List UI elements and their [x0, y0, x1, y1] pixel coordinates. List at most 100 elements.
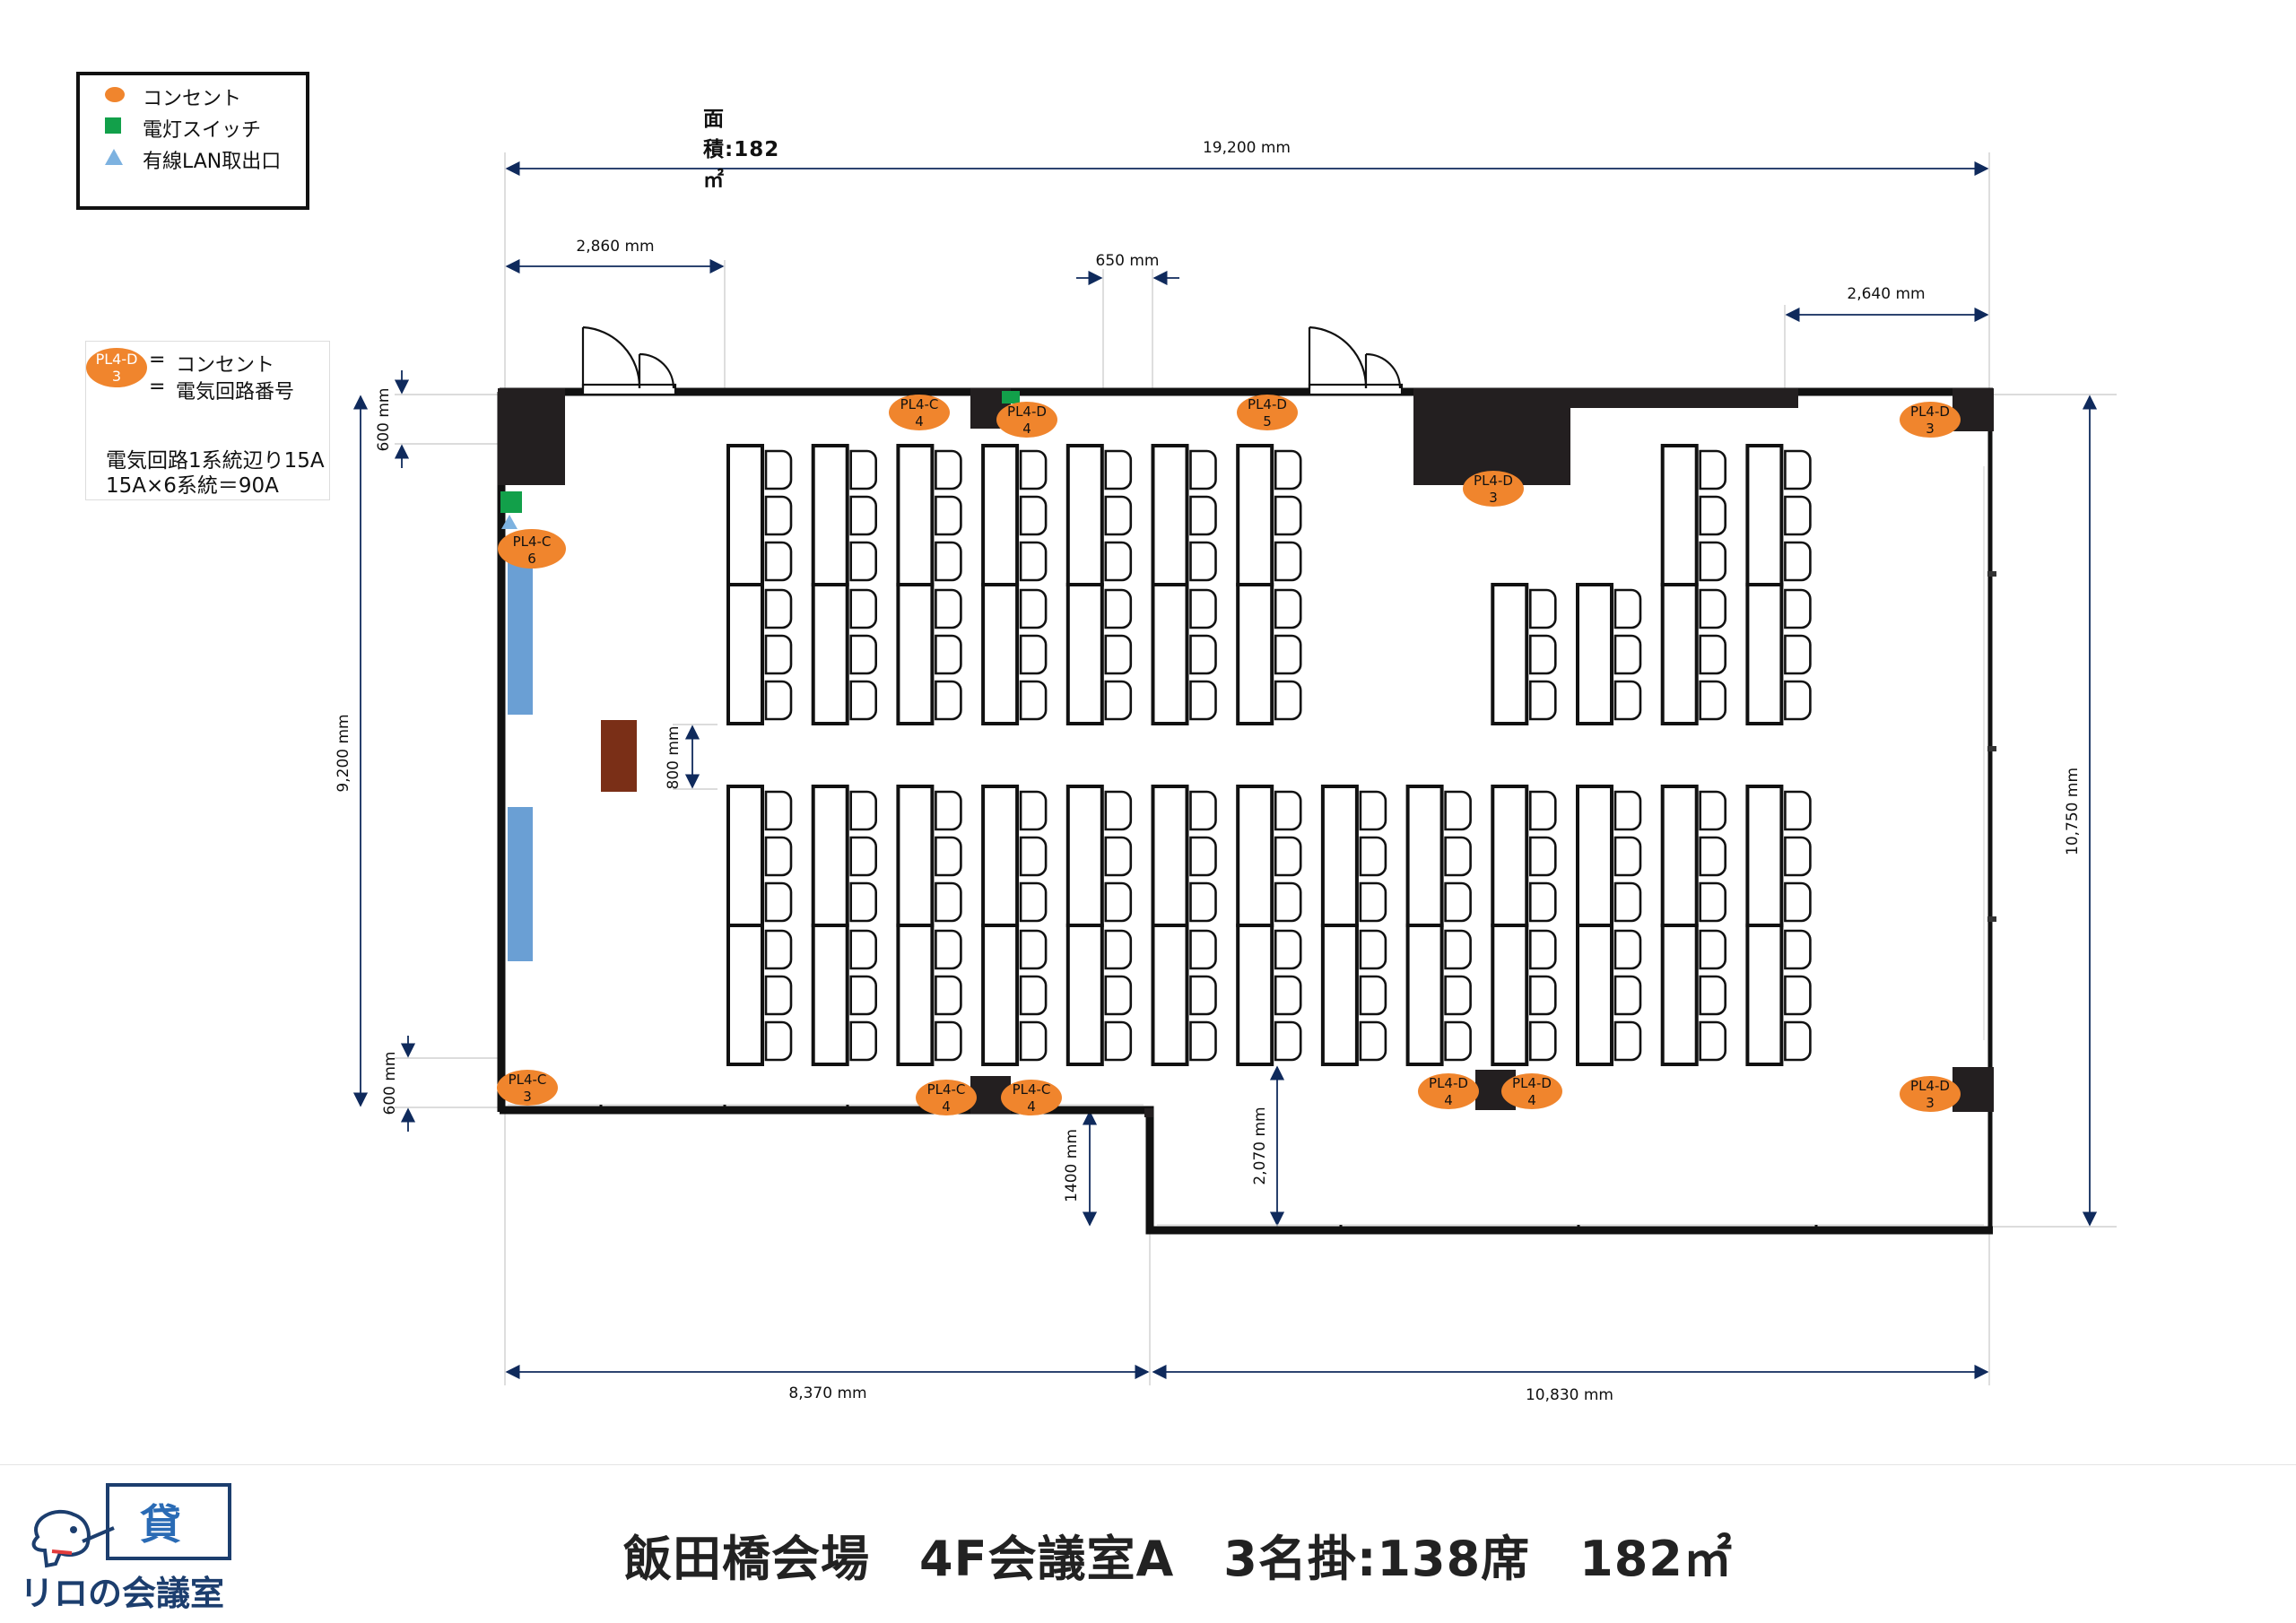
- desk-unit: [1491, 924, 1557, 1066]
- desk-unit: [1745, 785, 1812, 927]
- bottom-left-label: 8,370 mm: [788, 1384, 866, 1402]
- switch-icon: [105, 117, 121, 134]
- chair: [1104, 881, 1133, 923]
- chair: [1784, 929, 1812, 970]
- chair: [849, 449, 877, 490]
- chair: [935, 975, 962, 1016]
- light-switch-left: [500, 491, 522, 513]
- chair: [935, 449, 962, 490]
- walls: [497, 387, 1996, 1235]
- desk-unit: [1236, 583, 1302, 725]
- chair: [1274, 836, 1302, 877]
- chair: [1104, 680, 1133, 721]
- bottom-depth-label: 2,070 mm: [1251, 1107, 1269, 1185]
- chair: [1613, 929, 1642, 970]
- desk-unit: [1576, 924, 1642, 1066]
- desk-unit: [1151, 444, 1217, 586]
- desk-unit: [1151, 785, 1217, 927]
- chair: [764, 541, 793, 582]
- chair: [1444, 1020, 1472, 1062]
- chair: [1189, 929, 1217, 970]
- bottom-wall-label: 600 mm: [381, 1052, 399, 1115]
- chair: [935, 836, 962, 877]
- outlet: PL4-D3: [1463, 471, 1524, 507]
- chair: [1529, 790, 1557, 831]
- chair: [764, 588, 793, 629]
- chair: [1444, 881, 1472, 923]
- chair: [1529, 1020, 1557, 1062]
- chair: [764, 495, 793, 536]
- bottom-right-label: 10,830 mm: [1526, 1386, 1613, 1404]
- desk-unit: [1491, 583, 1557, 725]
- chair: [1189, 790, 1217, 831]
- alcove-depth-label: 1400 mm: [1063, 1129, 1081, 1202]
- chair: [1189, 836, 1217, 877]
- podium-gap-label: 800 mm: [665, 726, 683, 790]
- chair: [1359, 1020, 1387, 1062]
- capacity-line-2: 15A×6系統＝90A: [106, 474, 279, 498]
- outlet: PL4-D4: [1418, 1073, 1479, 1109]
- svg-text:PL4-C: PL4-C: [1013, 1081, 1051, 1098]
- desk-unit: [1405, 785, 1472, 927]
- desk-unit: [726, 785, 793, 927]
- legend-lan-label: 有線LAN取出口: [143, 150, 282, 173]
- outlet: PL4-C4: [889, 395, 950, 430]
- chair: [1189, 975, 1217, 1016]
- left-height-label: 9,200 mm: [335, 714, 352, 792]
- chair: [764, 881, 793, 923]
- chair: [1784, 588, 1812, 629]
- chair: [1359, 790, 1387, 831]
- chair: [1019, 975, 1048, 1016]
- desk-unit: [896, 785, 962, 927]
- desk-unit: [981, 444, 1048, 586]
- svg-text:PL4-D: PL4-D: [1429, 1075, 1468, 1091]
- legend-outlet: コンセント: [105, 81, 306, 112]
- chair: [764, 790, 793, 831]
- desk-unit: [1236, 924, 1302, 1066]
- chair: [1274, 634, 1302, 675]
- chair: [1529, 588, 1557, 629]
- desk-unit: [1491, 785, 1557, 927]
- svg-text:PL4-D: PL4-D: [1910, 1078, 1950, 1094]
- desk-unit: [811, 583, 877, 725]
- chair: [1699, 588, 1726, 629]
- chair: [1699, 541, 1726, 582]
- chair: [1019, 449, 1048, 490]
- desk-unit: [896, 444, 962, 586]
- chair: [1784, 975, 1812, 1016]
- chair: [849, 541, 877, 582]
- chair: [849, 588, 877, 629]
- logo-name: リロの会議室: [20, 1574, 225, 1613]
- left-gap-label: 2,860 mm: [576, 238, 654, 256]
- chair: [1359, 881, 1387, 923]
- right-gap-label: 2,640 mm: [1847, 285, 1925, 303]
- chair: [849, 634, 877, 675]
- chair: [1359, 836, 1387, 877]
- desk-unit: [1236, 785, 1302, 927]
- chair: [1189, 541, 1217, 582]
- doors: [581, 325, 1404, 396]
- right-height-label: 10,750 mm: [2064, 768, 2082, 855]
- chair: [1104, 975, 1133, 1016]
- outlet: PL4-D3: [1900, 1076, 1961, 1112]
- desk-unit: [726, 444, 793, 586]
- legend-lan: 有線LAN取出口: [105, 143, 306, 175]
- lan-icon: [105, 149, 123, 165]
- key-eq-1: =: [149, 349, 166, 371]
- extension-lines: [395, 152, 2117, 1385]
- svg-text:PL4-C: PL4-C: [927, 1081, 966, 1098]
- svg-text:PL4-D: PL4-D: [1910, 404, 1950, 420]
- total-width-label: 19,200 mm: [1203, 139, 1291, 157]
- desk-unit: [1660, 583, 1726, 725]
- chair: [1529, 634, 1557, 675]
- chair: [1529, 929, 1557, 970]
- svg-text:5: 5: [1263, 413, 1272, 430]
- desk-unit: [1065, 583, 1133, 725]
- svg-text:4: 4: [1022, 421, 1031, 437]
- legend-area: 面積:182㎡: [703, 108, 780, 192]
- chair: [1699, 975, 1726, 1016]
- desk-unit: [1405, 924, 1472, 1066]
- svg-text:PL4-D: PL4-D: [1248, 396, 1287, 412]
- desk-unit: [1065, 444, 1133, 586]
